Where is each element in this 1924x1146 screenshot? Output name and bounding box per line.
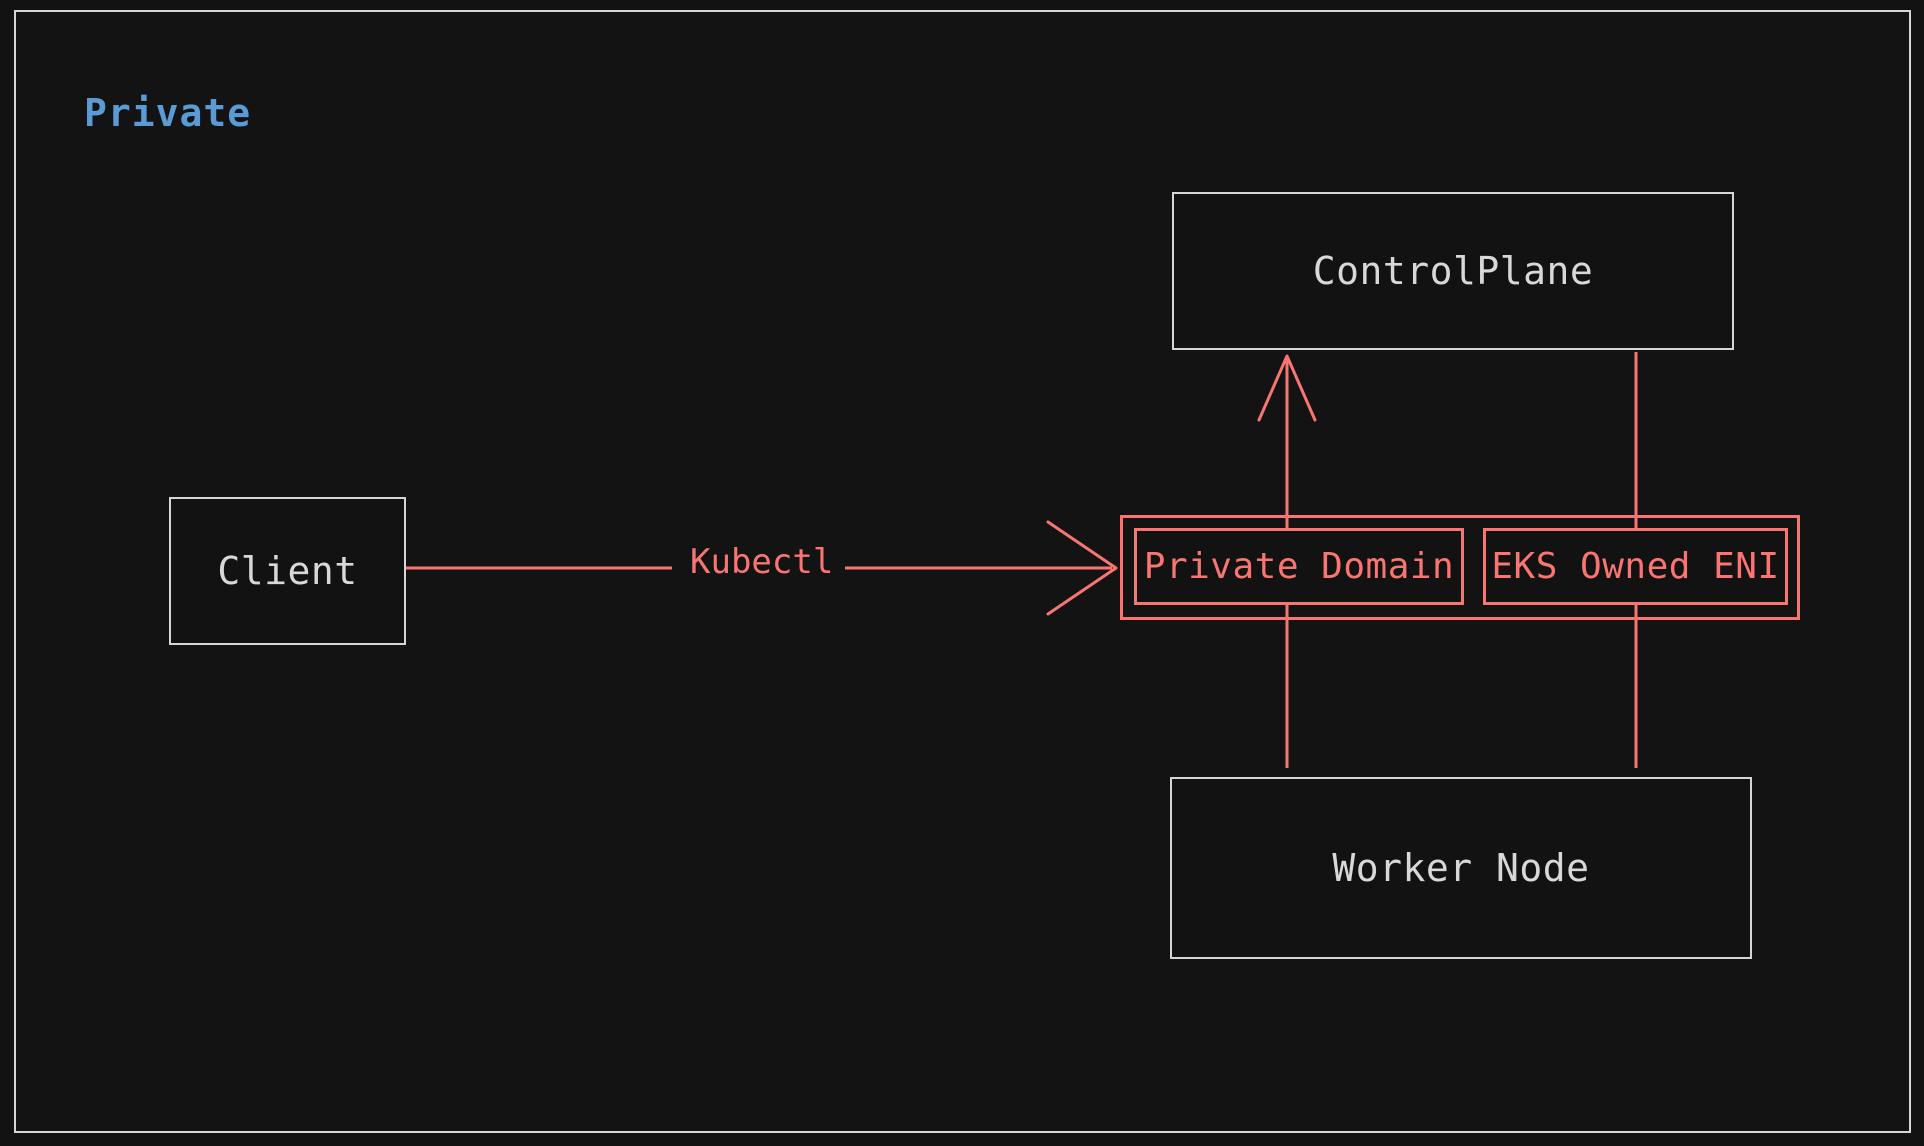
node-controlplane-label: ControlPlane xyxy=(1312,249,1594,293)
node-client-label: Client xyxy=(217,549,358,593)
node-controlplane[interactable]: ControlPlane xyxy=(1172,192,1734,350)
node-eks-owned-eni[interactable]: EKS Owned ENI xyxy=(1483,528,1788,605)
node-worker-node[interactable]: Worker Node xyxy=(1170,777,1752,959)
node-eks-owned-eni-label: EKS Owned ENI xyxy=(1491,546,1780,587)
node-private-domain[interactable]: Private Domain xyxy=(1134,528,1464,605)
node-worker-node-label: Worker Node xyxy=(1332,846,1590,890)
node-client[interactable]: Client xyxy=(169,497,406,645)
subgraph-title-private: Private xyxy=(84,91,252,135)
edge-label-kubectl: Kubectl xyxy=(690,542,834,582)
group-private-endpoints xyxy=(1120,515,1800,620)
node-private-domain-label: Private Domain xyxy=(1143,546,1455,587)
